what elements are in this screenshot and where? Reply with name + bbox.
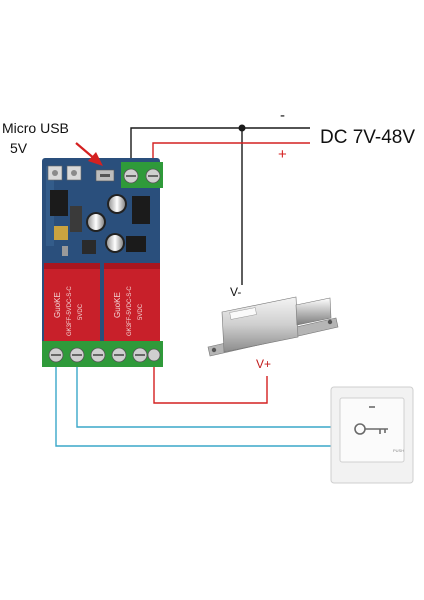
relay-1: GuoKE GK3FF-5VDC-S-C 5VDC xyxy=(44,263,100,341)
relay-voltage: 5VDC xyxy=(78,303,84,320)
arrow-icon xyxy=(75,142,103,166)
wire-junction xyxy=(238,124,246,132)
relay-voltage: 5VDC xyxy=(138,303,144,320)
dc-plus-label: + xyxy=(278,146,287,163)
usb-label: Micro USB xyxy=(2,120,69,136)
output-terminal-block xyxy=(42,341,163,367)
button-label: PUSH xyxy=(393,448,404,453)
relay-model: GK3FF-5VDC-S-C xyxy=(67,286,73,336)
lock-minus-label: V- xyxy=(230,285,242,299)
capacitor xyxy=(107,194,127,214)
dc-minus-label: - xyxy=(280,107,285,124)
capacitor xyxy=(86,212,106,232)
capacitor xyxy=(105,233,125,253)
relay-brand: GuoKE xyxy=(53,292,62,318)
power-terminal-block xyxy=(121,162,163,188)
relay-model: GK3FF-5VDC-S-C xyxy=(127,286,133,336)
lock-plus-label: V+ xyxy=(256,357,272,371)
usb-voltage-label: 5V xyxy=(10,140,28,156)
dc-supply-label: DC 7V-48V xyxy=(320,127,416,148)
electric-bolt-lock xyxy=(207,296,339,357)
exit-push-button: PUSH xyxy=(330,386,414,484)
relay-brand: GuoKE xyxy=(113,292,122,318)
key-icon xyxy=(354,423,388,435)
lock-positive-wire xyxy=(153,357,268,404)
relay-board: GuoKE GK3FF-5VDC-S-C 5VDC GuoKE GK3FF-5V… xyxy=(42,158,163,367)
button-wires xyxy=(55,358,333,447)
relay-2: GuoKE GK3FF-5VDC-S-C 5VDC xyxy=(104,263,160,341)
